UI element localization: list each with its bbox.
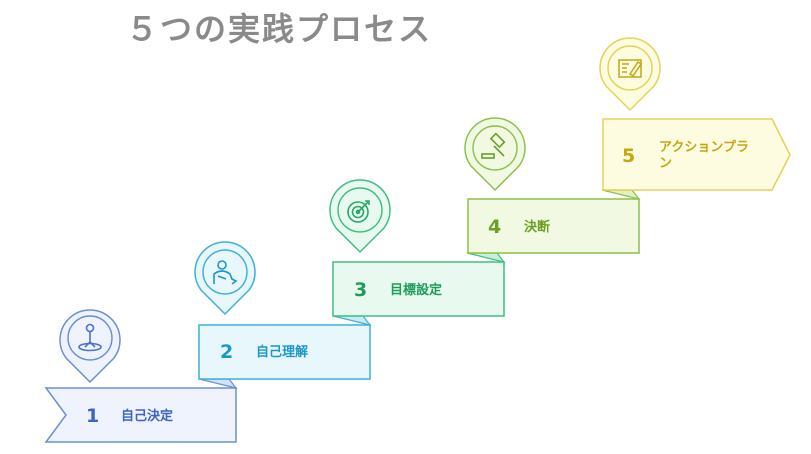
step-3: 3 目標設定: [329, 179, 506, 317]
step-4-bar: [467, 198, 640, 254]
step-3-bar: [332, 261, 505, 317]
target-icon: [347, 200, 370, 223]
step-1-number: 1: [86, 405, 99, 427]
step-1-marker: [59, 309, 121, 384]
step-1-label: 自己決定: [121, 408, 173, 424]
step-5-bar: [602, 118, 791, 191]
step-5-label: アクションプラ ン: [659, 140, 754, 171]
step-4: 4 決断: [464, 117, 641, 254]
step-4-fold: [601, 189, 641, 200]
step-3-marker: [329, 179, 391, 254]
step-4-marker: [464, 117, 526, 192]
person-balance-icon: [78, 323, 102, 352]
step-5-number: 5: [622, 145, 635, 167]
step-1-bar: [44, 387, 237, 443]
action-plan-icon: [618, 59, 643, 78]
step-2-marker: [194, 241, 256, 316]
step-4-label: 決断: [524, 219, 550, 235]
gavel-icon: [481, 132, 506, 159]
step-5-marker: [599, 37, 661, 112]
step-3-fold: [466, 252, 506, 263]
step-1: 1 自己決定: [44, 309, 238, 443]
step-3-number: 3: [354, 279, 367, 301]
step-2-fold: [332, 315, 372, 326]
step-2-number: 2: [220, 341, 233, 363]
step-5: 5 アクションプラ ン: [599, 37, 791, 191]
step-5-label-line-2: ン: [659, 156, 672, 171]
step-1-fold: [198, 378, 238, 389]
self-reflection-icon: [213, 260, 238, 285]
step-3-label: 目標設定: [390, 282, 442, 298]
step-2: 2 自己理解: [194, 241, 372, 380]
step-2-label: 自己理解: [256, 344, 308, 360]
step-2-bar: [198, 324, 371, 380]
diagram-title: ５つの実践プロセス: [126, 10, 433, 48]
step-5-label-line-1: アクションプラ: [659, 140, 749, 155]
step-4-number: 4: [488, 216, 501, 238]
